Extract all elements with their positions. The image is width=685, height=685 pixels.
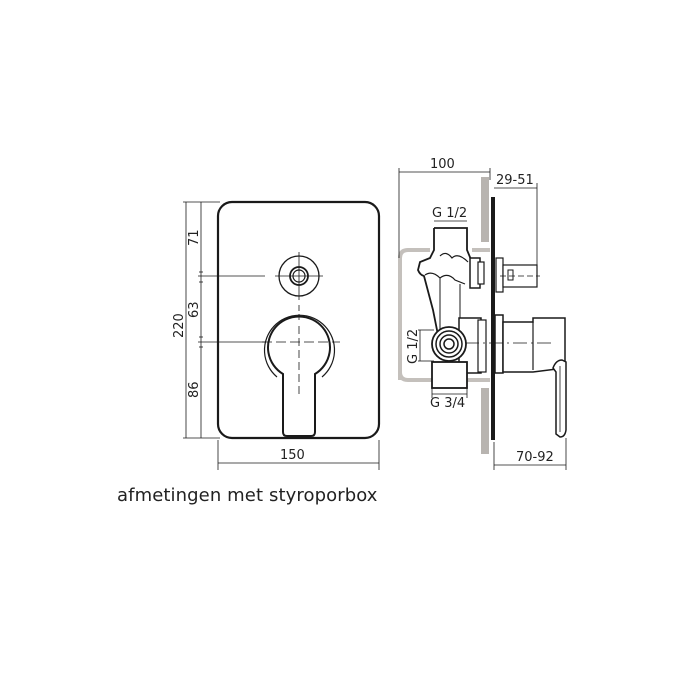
styropor-box — [398, 248, 490, 382]
dim-g34: G 3/4 — [430, 396, 465, 411]
dim-29-51: 29-51 — [496, 173, 534, 188]
dim-150: 150 — [280, 448, 305, 463]
dim-g12-top: G 1/2 — [432, 206, 467, 221]
dim-70-92: 70-92 — [516, 450, 554, 465]
dim-71: 71 — [187, 229, 202, 246]
dim-220: 220 — [172, 313, 187, 338]
caption: afmetingen met styroporbox — [117, 485, 378, 506]
front-view — [183, 200, 381, 470]
dim-g12-side: G 1/2 — [406, 329, 421, 364]
side-view — [398, 168, 567, 470]
dim-86: 86 — [187, 381, 202, 398]
dim-63: 63 — [187, 301, 202, 318]
dim-100: 100 — [430, 157, 455, 172]
